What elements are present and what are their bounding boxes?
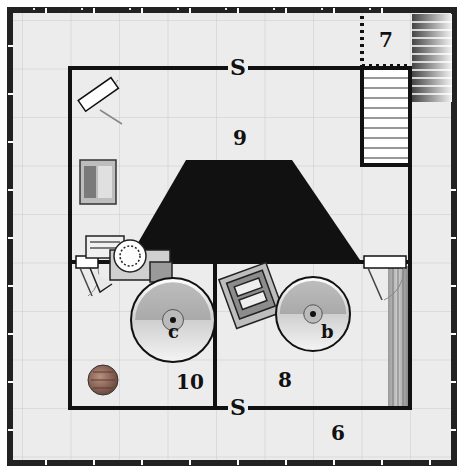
room-number: 10 <box>176 372 204 392</box>
room-number: 9 <box>233 128 247 148</box>
room-number: 6 <box>331 423 345 443</box>
pit-letter: c <box>168 323 179 341</box>
pit-letter: b <box>321 323 334 341</box>
secret-door: S <box>228 396 248 418</box>
pit-outline <box>274 275 352 353</box>
secret-door: S <box>228 56 248 78</box>
pit-circle: c <box>129 276 217 364</box>
pit-circle: b <box>274 275 352 353</box>
room-number: 7 <box>379 30 393 50</box>
room-number: 8 <box>278 370 292 390</box>
pit-outline <box>129 276 217 364</box>
